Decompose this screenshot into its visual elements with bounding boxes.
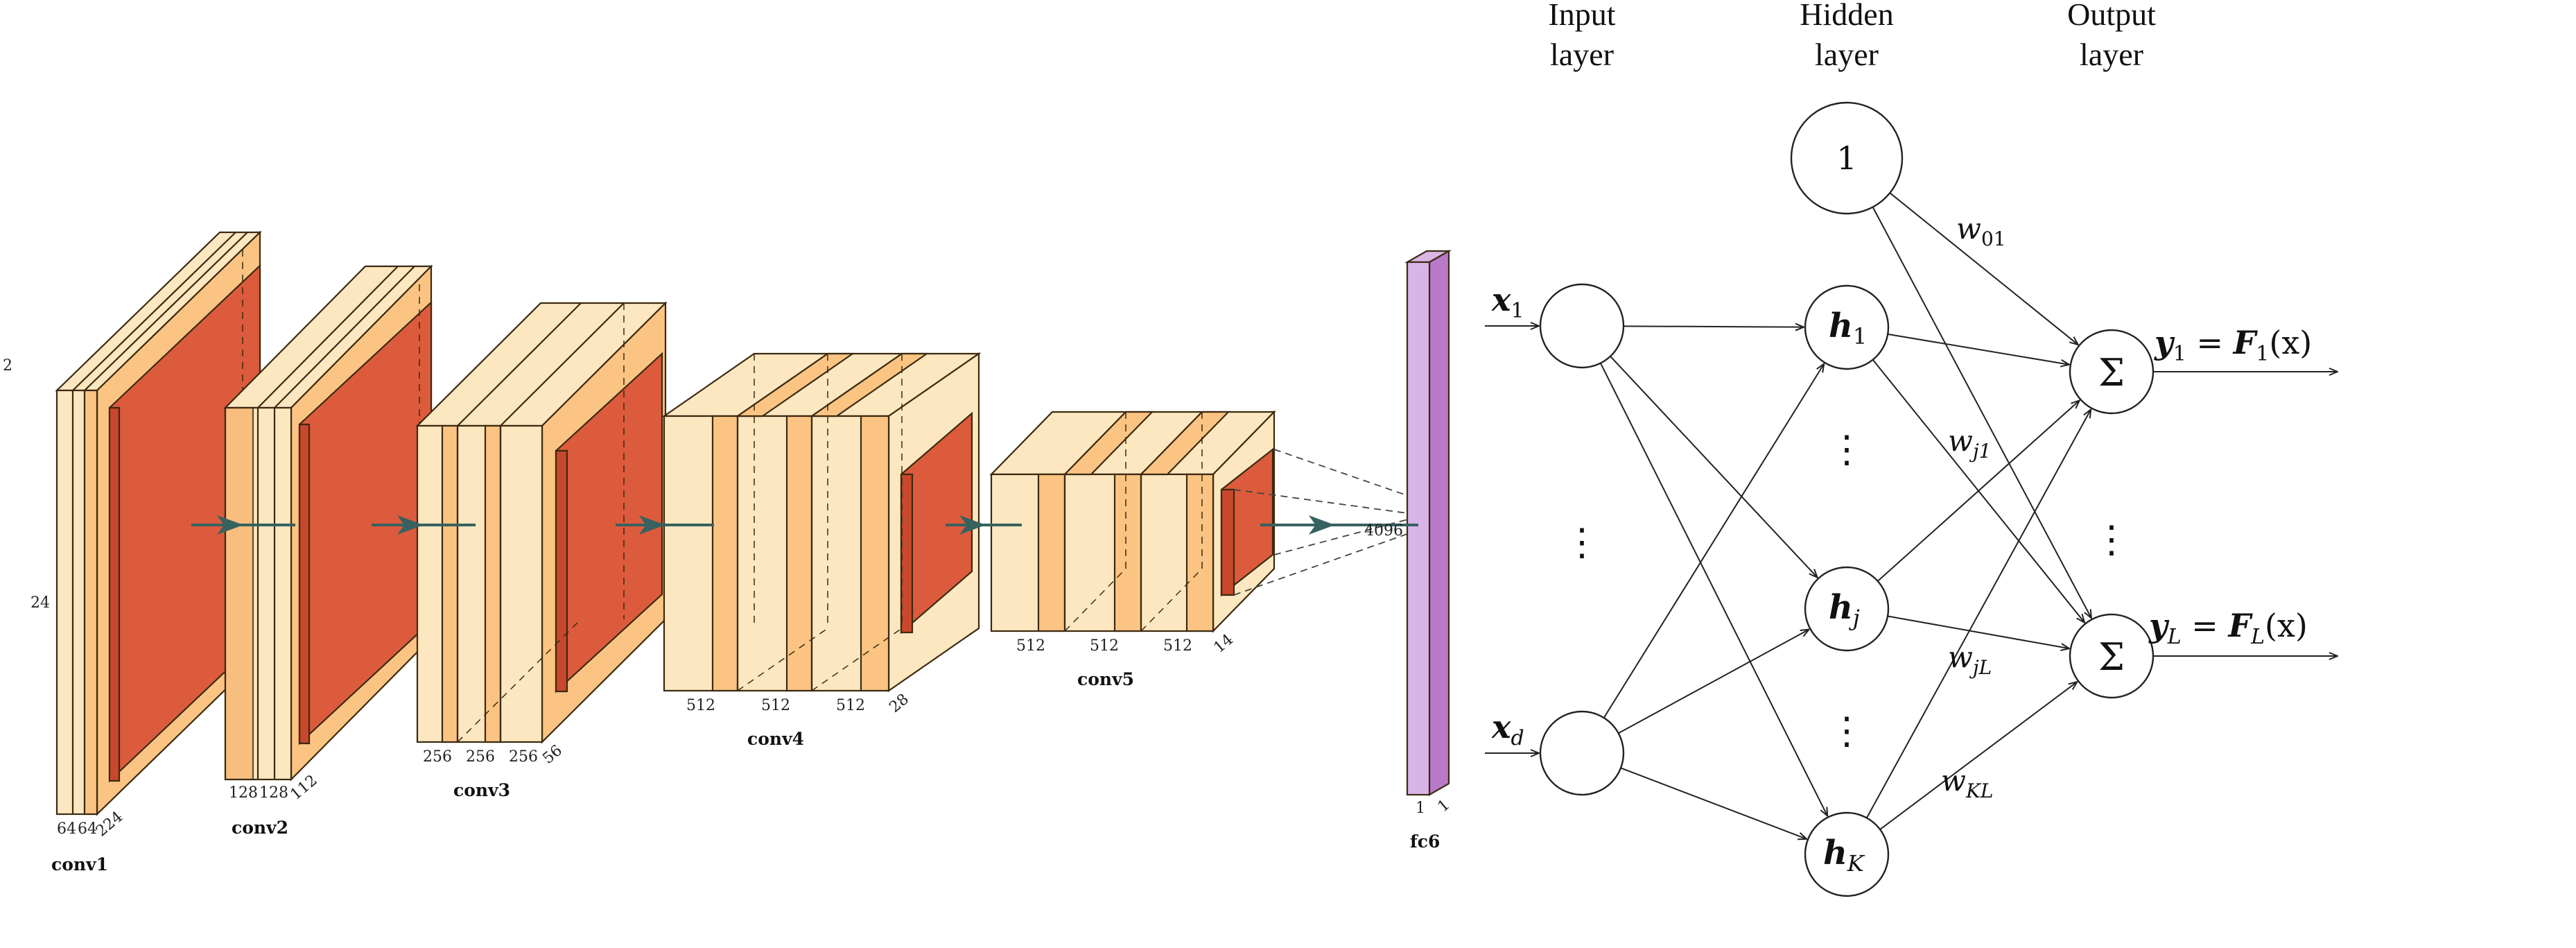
weight-label-wjL: wjL <box>1948 640 1992 679</box>
side-label-top: 2 <box>3 357 12 374</box>
hidden-label-hK: hK <box>1823 834 1865 877</box>
input-label-x1: x1 <box>1491 281 1524 323</box>
sum-symbol-1: Σ <box>2098 351 2125 395</box>
weight-label-wKL: wKL <box>1941 764 1993 802</box>
conv1-label: conv1 <box>51 854 108 874</box>
edge-x1-hK <box>1599 363 1827 816</box>
conv4-dim-3: 512 <box>836 697 865 714</box>
conv5-dim-3: 512 <box>1163 637 1192 655</box>
hidden-vdots-lower: ⋮ <box>1828 709 1865 752</box>
cnn-diagram <box>55 230 1452 816</box>
hidden-vdots-upper: ⋮ <box>1828 427 1865 471</box>
hidden-layer-header-line1: Hidden <box>1800 0 1893 32</box>
neural-network-diagram: Input layer Hidden layer Output layer 1 … <box>1485 0 2338 897</box>
conv1-dim-1: 64 <box>57 820 76 838</box>
conv3-dim-2: 256 <box>466 748 495 766</box>
output-layer-header-line2: layer <box>2080 37 2143 72</box>
conv2-dim-2: 128 <box>259 784 288 802</box>
cnn-arrow-head-3 <box>638 515 665 535</box>
output-vdots: ⋮ <box>2093 517 2130 561</box>
nn-edges <box>1599 192 2091 839</box>
output-label-L: yL = FL(x) <box>2148 607 2308 649</box>
hidden-node-hK <box>1804 811 1890 897</box>
conv5-label: conv5 <box>1077 669 1134 689</box>
hidden-node-hj <box>1804 566 1890 652</box>
input-node-x1 <box>1539 283 1625 369</box>
weight-label-w01: w01 <box>1956 212 2006 250</box>
fc6-size: 4096 <box>1364 522 1403 540</box>
conv4-block <box>661 352 982 693</box>
edge-hK-oL <box>1879 682 2077 830</box>
side-label-mid: 24 <box>31 594 50 612</box>
fc6-label: fc6 <box>1410 831 1440 852</box>
edge-h1-o1 <box>1888 333 2069 365</box>
hidden-layer-header-line2: layer <box>1815 37 1879 72</box>
cnn-arrow-head-4 <box>959 515 986 535</box>
hidden-node-h1 <box>1804 284 1890 370</box>
bias-label: 1 <box>1836 139 1856 177</box>
conv5-block <box>989 410 1276 633</box>
conv3-block <box>415 301 668 744</box>
edge-xd-h1 <box>1603 364 1825 718</box>
output-label-1: y1 = F1(x) <box>2154 324 2312 366</box>
cnn-arrow-head-5 <box>1308 515 1335 535</box>
conv3-dim-1: 256 <box>423 748 452 766</box>
fc6-block <box>1404 250 1452 796</box>
edge-x1-h1 <box>1623 326 1804 327</box>
bias-node <box>1790 101 1904 215</box>
conv3-label: conv3 <box>453 780 510 800</box>
fc6-dim-1: 1 <box>1416 800 1425 817</box>
edge-xd-hj <box>1618 630 1809 734</box>
hidden-label-h1: h1 <box>1829 307 1867 350</box>
input-node-xd <box>1539 710 1625 796</box>
conv2-label: conv2 <box>232 818 288 838</box>
edge-hj-o1 <box>1877 400 2080 582</box>
edge-xd-hK <box>1620 767 1807 838</box>
conv4-dim-1: 512 <box>686 697 715 714</box>
cnn-arrow-head-1 <box>217 515 243 535</box>
conv3-dim-3: 256 <box>509 748 538 766</box>
edge-hj-oL <box>1887 615 2069 649</box>
edge-x1-hj <box>1610 356 1818 578</box>
hidden-label-hj: hj <box>1829 588 1860 631</box>
fc6-dim-2: 1 <box>1435 796 1454 816</box>
conv4-dim-2: 512 <box>761 697 790 714</box>
conv5-dim-2: 512 <box>1090 637 1119 655</box>
conv5-dim-1: 512 <box>1016 637 1045 655</box>
conv4-label: conv4 <box>747 729 804 749</box>
input-vdots: ⋮ <box>1563 520 1601 564</box>
edge-hK-o1 <box>1865 409 2091 818</box>
cnn-arrow-head-2 <box>397 515 424 535</box>
edge-b-oL <box>1872 207 2091 619</box>
conv3-dim-4: 56 <box>539 742 566 768</box>
input-layer-header-line1: Input <box>1548 0 1615 32</box>
projection-lines <box>1233 449 1419 596</box>
weight-label-wj1: wj1 <box>1948 424 1991 463</box>
cnn-arrows <box>191 515 1418 535</box>
conv2-block <box>223 264 433 782</box>
sum-symbol-L: Σ <box>2098 635 2125 679</box>
edge-b-o1 <box>1889 192 2078 345</box>
conv4-dim-4: 28 <box>886 691 912 716</box>
output-layer-header-line1: Output <box>2067 0 2156 32</box>
input-layer-header-line2: layer <box>1550 37 1614 72</box>
conv1-block <box>55 230 262 816</box>
input-label-xd: xd <box>1491 708 1524 750</box>
conv2-dim-1: 128 <box>229 784 258 802</box>
conv5-dim-4: 14 <box>1210 631 1237 657</box>
conv1-dim-2: 64 <box>78 820 97 838</box>
